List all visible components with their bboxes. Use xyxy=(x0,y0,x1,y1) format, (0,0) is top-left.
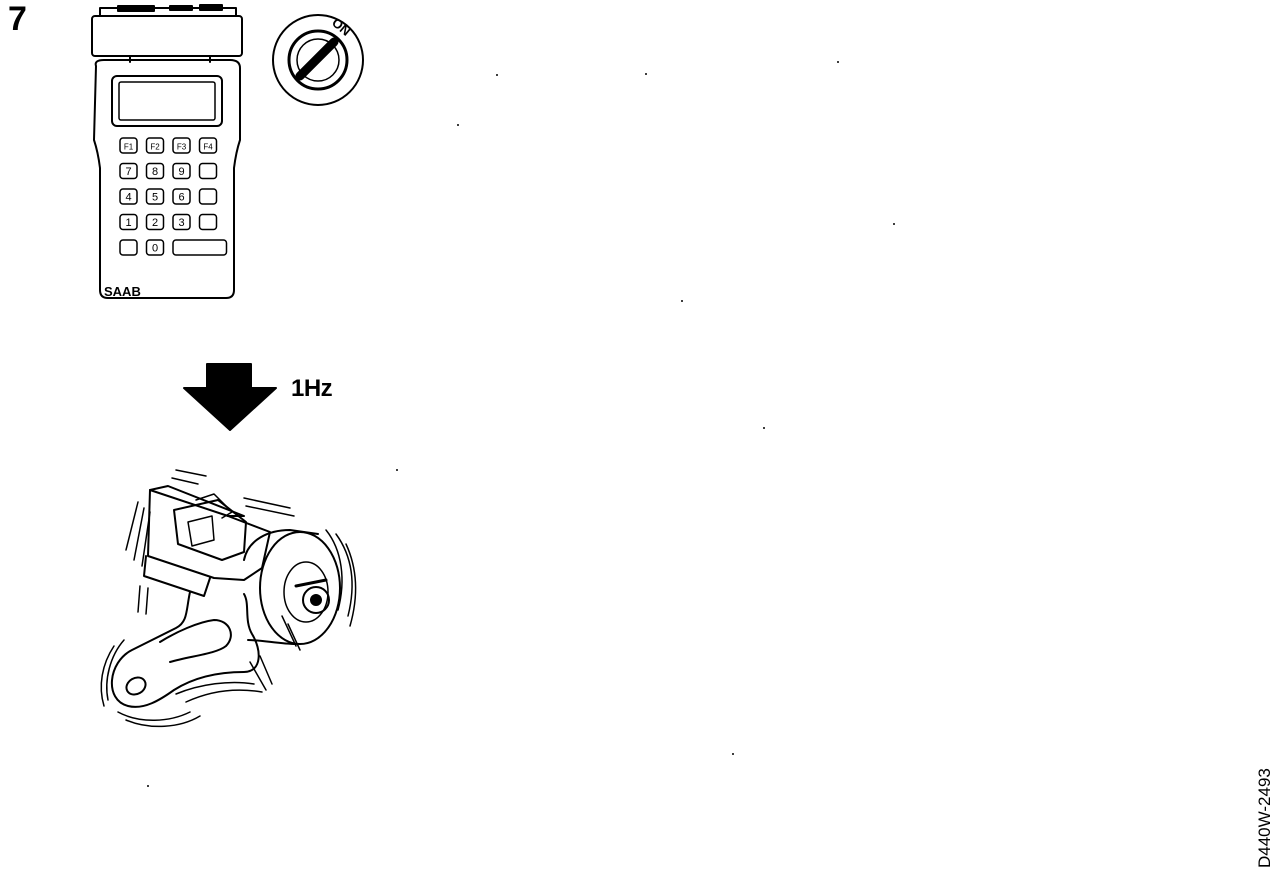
keypad-key xyxy=(172,162,191,180)
tester-display-inner xyxy=(118,81,216,121)
valve-actuator xyxy=(259,531,341,645)
keypad-key xyxy=(198,137,218,154)
diagnostic-tester xyxy=(91,4,243,299)
keypad-key-label: 3 xyxy=(178,217,184,229)
tester-display xyxy=(111,75,223,127)
keypad-key xyxy=(172,213,191,231)
keypad-key-label: 6 xyxy=(178,192,184,204)
keypad-key-label: F2 xyxy=(150,143,160,152)
valve-electrical-connector xyxy=(173,499,247,561)
ignition-switch-icon xyxy=(272,14,364,106)
keypad-key-label: 4 xyxy=(125,192,131,204)
tester-keypad: F1 F2 F3 F4 7 8 9 4 5 6 1 2 3 0 xyxy=(119,137,228,256)
valve-shaft-end xyxy=(302,586,330,614)
keypad-key-label: 2 xyxy=(152,217,158,229)
tester-connector-cable xyxy=(99,7,237,17)
keypad-key xyxy=(145,137,165,154)
keypad-key xyxy=(145,188,165,205)
tester-body xyxy=(93,59,241,299)
keypad-key xyxy=(172,137,191,154)
keypad-key-label: 8 xyxy=(152,166,158,178)
keypad-key-label: 7 xyxy=(125,166,131,178)
keypad-key-label: F3 xyxy=(177,143,187,152)
keypad-key-label: F1 xyxy=(124,143,134,152)
keypad-key-label: 5 xyxy=(152,192,158,204)
keypad-key xyxy=(198,213,218,231)
figure-reference-code: D440W-2493 xyxy=(1255,768,1274,868)
tester-brand-logo: SAAB xyxy=(104,284,141,299)
keypad-key xyxy=(145,162,165,180)
keypad-key xyxy=(119,239,138,256)
ignition-key-slot xyxy=(295,37,339,81)
keypad-key-label: F4 xyxy=(203,143,213,152)
bracket-mount-hole xyxy=(125,676,147,696)
keypad-key-label: 1 xyxy=(125,217,131,229)
keypad-key xyxy=(198,188,218,205)
keypad-key xyxy=(119,137,138,154)
keypad-key xyxy=(172,239,228,256)
keypad-key xyxy=(119,213,138,231)
solenoid-valve xyxy=(111,485,341,708)
valve-bracket xyxy=(111,591,260,708)
tester-connector-housing xyxy=(91,15,243,57)
keypad-key xyxy=(145,213,165,231)
valve-body xyxy=(147,489,271,581)
keypad-key-label: 9 xyxy=(178,166,184,178)
keypad-key xyxy=(119,162,138,180)
down-arrow-icon xyxy=(183,363,277,431)
keypad-key xyxy=(145,239,165,256)
vibration-lines xyxy=(100,469,357,728)
keypad-key xyxy=(172,188,191,205)
step-number: 7 xyxy=(8,0,27,38)
frequency-label: 1Hz xyxy=(291,375,333,402)
keypad-key xyxy=(119,188,138,205)
scan-specks xyxy=(147,61,895,787)
keypad-key-label: 0 xyxy=(152,243,158,255)
keypad-key xyxy=(198,162,218,180)
